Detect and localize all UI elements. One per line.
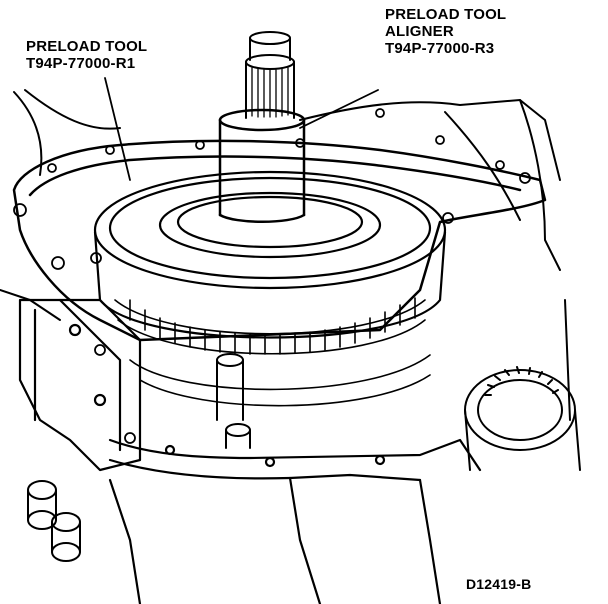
aligner-shaft [218,108,306,223]
bolts [27,353,251,562]
preload-tool-plate [12,139,547,342]
transmission-case [0,89,571,421]
preload-tool-label: PRELOAD TOOL T94P-77000-R1 [26,38,147,72]
gear-teeth-ring [114,297,431,407]
aligner-label-line1: PRELOAD TOOL [385,6,507,23]
figure-id: D12419-B [466,576,532,592]
leader-line-aligner [299,89,379,129]
splined-input-shaft [245,31,295,119]
aligner-label: PRELOAD TOOL ALIGNER T94P-77000-R3 [385,6,506,57]
support-bracket [18,298,142,472]
side-gear [464,366,581,471]
leader-line-preload-tool [104,77,131,181]
leader-lines [104,77,379,181]
lower-case-rim [108,438,482,604]
aligner-part-number: T94P-77000-R3 [385,40,495,57]
clutch-drum [93,170,447,339]
preload-tool-label-line1: PRELOAD TOOL [26,38,148,55]
aligner-label-line2: ALIGNER [385,23,454,40]
plate-bolt-holes [13,108,531,444]
preload-tool-part-number: T94P-77000-R1 [26,55,136,72]
